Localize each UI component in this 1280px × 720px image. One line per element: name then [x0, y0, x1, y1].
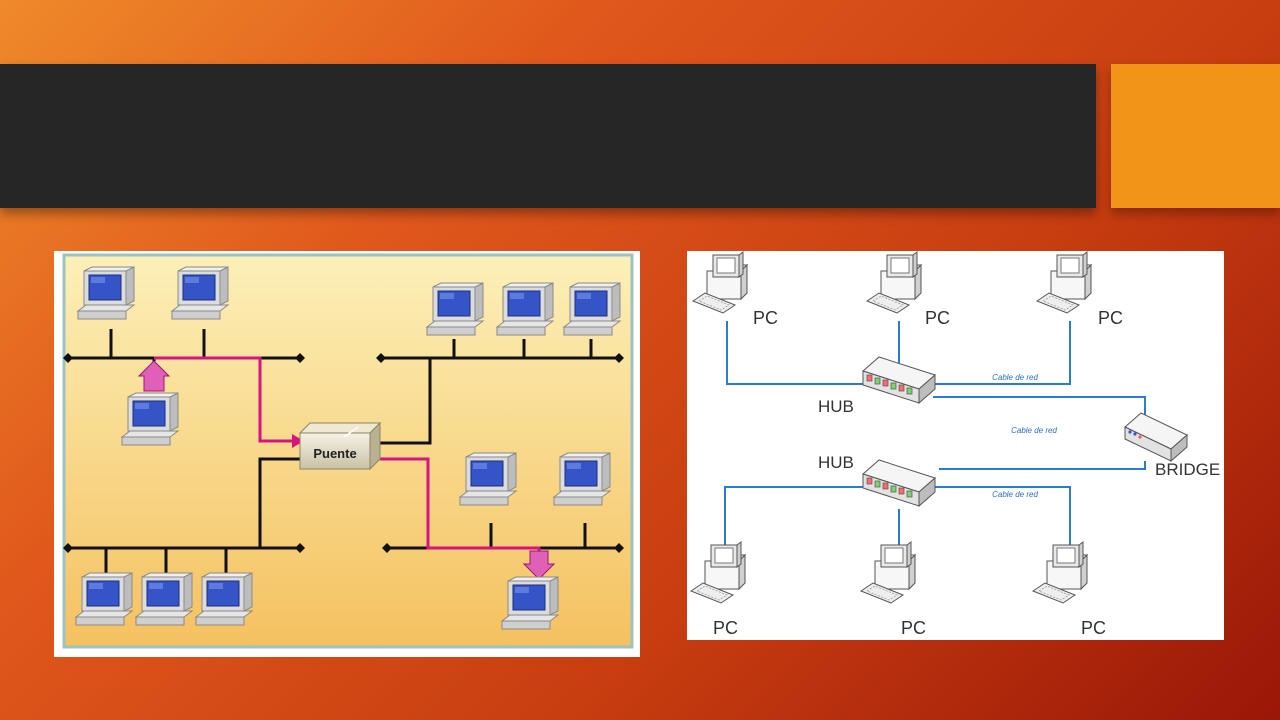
pc-icon [1032, 541, 1088, 604]
computer-icon [501, 576, 559, 630]
computer-icon [135, 572, 193, 626]
hub-icon [862, 459, 936, 507]
computer-icon [121, 392, 179, 446]
hub-label: HUB [818, 453, 854, 472]
computer-icon [553, 452, 611, 506]
computer-icon [171, 266, 229, 320]
up-arrow-icon [137, 360, 171, 392]
bridge-label: Puente [313, 446, 356, 461]
bridge-box: Puente [298, 421, 382, 471]
pc-label: PC [925, 308, 950, 328]
hub-label: HUB [818, 397, 854, 416]
down-arrow-icon [522, 550, 556, 580]
pc-icon [692, 251, 748, 314]
bridge-network-diagram: Puente [54, 251, 640, 657]
pc-label: PC [1098, 308, 1123, 328]
computer-icon [75, 572, 133, 626]
cable-label: Cable de red [992, 373, 1038, 382]
pc-label: PC [753, 308, 778, 328]
pc-label: PC [1081, 618, 1106, 638]
pc-icon [690, 541, 746, 604]
path-arrowhead [292, 434, 304, 448]
computer-icon [426, 282, 484, 336]
cable-label: Cable de red [1011, 426, 1057, 435]
hub-icon [862, 356, 936, 404]
network-cables [724, 321, 1146, 547]
bridge-label: BRIDGE [1155, 460, 1220, 479]
computer-icon [563, 282, 621, 336]
slide-title-bar [0, 64, 1096, 208]
computer-icon [496, 282, 554, 336]
computer-icon [195, 572, 253, 626]
computer-icon [459, 452, 517, 506]
hub-bridge-diagram: Cable de red Cable de red Cable de red H… [687, 251, 1224, 640]
bridge-device-icon [1124, 412, 1188, 463]
pc-icon [860, 541, 916, 604]
accent-square [1111, 64, 1280, 208]
segment-terminators [63, 353, 624, 553]
computer-icon [77, 266, 135, 320]
pc-icon [1036, 251, 1092, 314]
pc-label: PC [901, 618, 926, 638]
pc-icon [866, 251, 922, 314]
pc-label: PC [713, 618, 738, 638]
cable-label: Cable de red [992, 490, 1038, 499]
